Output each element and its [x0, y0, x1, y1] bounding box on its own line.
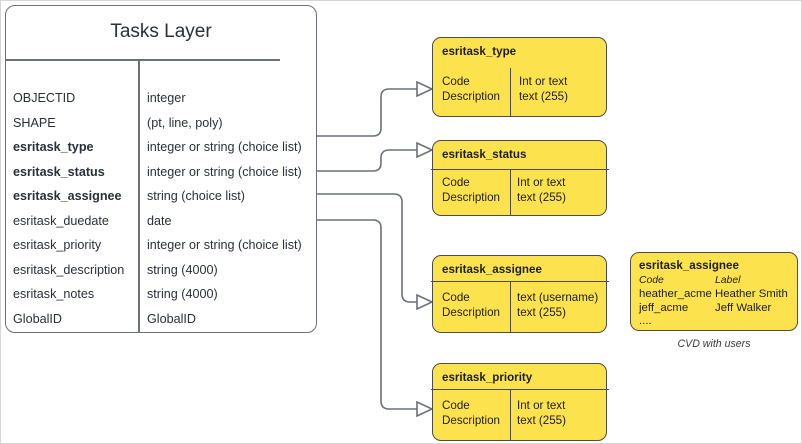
- column-divider: [138, 59, 140, 332]
- field-type: integer: [147, 91, 186, 106]
- cvd-users-box[interactable]: esritask_assignee Code Label heather_acm…: [630, 252, 798, 331]
- domain-box-esritask-status[interactable]: esritask_status Code Description Int or …: [431, 140, 610, 216]
- domain-right-line-1: text (username): [517, 291, 599, 304]
- domain-header-divider: [431, 389, 610, 391]
- domain-column-divider: [510, 170, 512, 216]
- arrowhead-priority: [416, 400, 434, 418]
- table-row[interactable]: esritask_type integer or string (choice …: [6, 135, 316, 160]
- field-name: OBJECTID: [13, 91, 76, 106]
- domain-column-divider: [510, 390, 512, 441]
- tasks-layer-entity[interactable]: Tasks Layer OBJECTID integer SHAPE (pt, …: [5, 5, 317, 333]
- domain-left-line-2: Description: [442, 414, 500, 427]
- field-type: date: [147, 213, 172, 228]
- domain-left-line-1: Code: [442, 176, 470, 189]
- domain-header-divider: [431, 281, 610, 283]
- tasks-layer-title: Tasks Layer: [110, 21, 212, 42]
- domain-left-line-1: Code: [442, 291, 470, 304]
- table-row[interactable]: GlobalID GlobalID: [6, 307, 316, 332]
- field-name: esritask_notes: [13, 287, 95, 302]
- connector-assignee: [317, 193, 417, 303]
- cvd-row-code: jeff_acme: [639, 302, 689, 314]
- domain-right-line-2: text (255): [517, 306, 566, 319]
- domain-right-line-1: Int or text: [519, 75, 568, 88]
- domain-right-line-1: Int or text: [517, 399, 566, 412]
- field-type: integer or string (choice list): [147, 140, 302, 155]
- table-row[interactable]: esritask_notes string (4000): [6, 282, 316, 307]
- connector-type: [317, 88, 417, 137]
- domain-box-title: esritask_priority: [442, 371, 533, 384]
- field-type: GlobalID: [147, 311, 196, 326]
- domain-column-divider: [510, 282, 512, 333]
- domain-box-title: esritask_assignee: [442, 263, 542, 276]
- cvd-title: esritask_assignee: [639, 259, 739, 272]
- cvd-row-code: heather_acme: [639, 288, 712, 300]
- cvd-row-code: ....: [639, 315, 652, 327]
- domain-box-esritask-assignee[interactable]: esritask_assignee Code Description text …: [431, 255, 610, 333]
- table-row[interactable]: esritask_status integer or string (choic…: [6, 160, 316, 185]
- domain-left-line-2: Description: [442, 90, 500, 103]
- arrowhead-status: [416, 141, 434, 159]
- domain-left-line-1: Code: [442, 399, 470, 412]
- table-row[interactable]: esritask_priority integer or string (cho…: [6, 233, 316, 258]
- domain-box-title: esritask_type: [442, 45, 517, 58]
- field-list: OBJECTID integer SHAPE (pt, line, poly) …: [6, 61, 316, 331]
- table-row[interactable]: esritask_duedate date: [6, 209, 316, 234]
- connector-priority: [317, 219, 417, 410]
- field-name: GlobalID: [13, 311, 62, 326]
- domain-right-line-2: text (255): [517, 414, 566, 427]
- domain-left-line-2: Description: [442, 306, 500, 319]
- cvd-row-label: Heather Smith: [715, 288, 788, 300]
- cvd-row-label: Jeff Walker: [715, 302, 772, 314]
- domain-header-divider: [431, 169, 610, 171]
- domain-left-line-2: Description: [442, 191, 500, 204]
- cvd-header-label: Label: [715, 275, 741, 286]
- cvd-header-code: Code: [639, 275, 664, 286]
- field-name: esritask_duedate: [13, 213, 109, 228]
- domain-right-line-2: text (255): [517, 191, 566, 204]
- field-name: esritask_priority: [13, 238, 102, 253]
- field-name: esritask_description: [13, 262, 125, 277]
- field-name: SHAPE: [13, 115, 56, 130]
- domain-right-line-1: Int or text: [517, 176, 566, 189]
- connector-status: [317, 149, 417, 172]
- field-type: string (choice list): [147, 189, 245, 204]
- field-type: string (4000): [147, 262, 218, 277]
- field-type: integer or string (choice list): [147, 238, 302, 253]
- field-name: esritask_type: [13, 140, 94, 155]
- field-name: esritask_status: [13, 164, 105, 179]
- domain-box-title: esritask_status: [442, 148, 527, 161]
- domain-box-esritask-type[interactable]: esritask_type Code Description Int or te…: [432, 37, 607, 117]
- domain-right-line-2: text (255): [519, 90, 568, 103]
- table-row[interactable]: OBJECTID integer: [6, 86, 316, 111]
- arrowhead-assignee: [416, 293, 434, 311]
- arrowhead-type: [416, 80, 434, 98]
- field-type: string (4000): [147, 287, 218, 302]
- table-row[interactable]: esritask_description string (4000): [6, 258, 316, 283]
- domain-column-divider: [510, 68, 512, 116]
- domain-left-line-1: Code: [442, 75, 470, 88]
- field-type: (pt, line, poly): [147, 115, 223, 130]
- table-row[interactable]: SHAPE (pt, line, poly): [6, 111, 316, 136]
- field-name: esritask_assignee: [13, 189, 122, 204]
- title-divider: [5, 59, 281, 61]
- field-type: integer or string (choice list): [147, 164, 302, 179]
- cvd-caption: CVD with users: [677, 338, 751, 350]
- domain-box-esritask-priority[interactable]: esritask_priority Code Description Int o…: [431, 363, 610, 441]
- table-row[interactable]: esritask_assignee string (choice list): [6, 184, 316, 209]
